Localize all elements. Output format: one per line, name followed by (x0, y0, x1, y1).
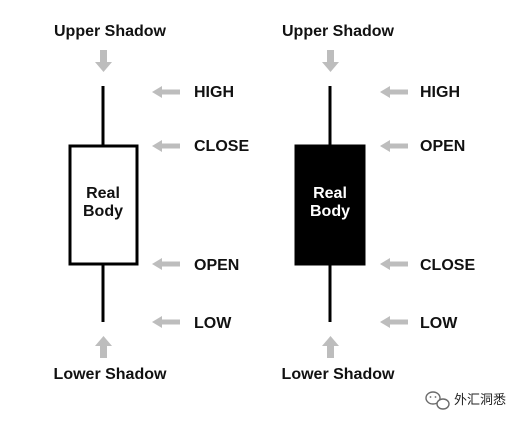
right-high-label: HIGH (420, 84, 460, 101)
left-lower-shadow-up-arrow-icon (95, 336, 112, 358)
right-body-label-line2: Body (310, 203, 350, 220)
left-body-label-line1: Real (86, 185, 120, 202)
chat-bubble-icon (425, 391, 450, 410)
right-high-arrow-icon (380, 86, 408, 98)
left-upper-shadow-label: Upper Shadow (54, 23, 167, 40)
right-close-arrow-icon (380, 258, 408, 270)
right-candle: Upper Shadow Real Body HIGH OPEN CLOSE L… (282, 23, 476, 383)
watermark: 外汇洞悉 (425, 391, 506, 410)
right-body-label-line1: Real (313, 185, 347, 202)
left-low-arrow-icon (152, 316, 180, 328)
right-lower-shadow-up-arrow-icon (322, 336, 339, 358)
left-body-label-line2: Body (83, 203, 123, 220)
right-upper-shadow-down-arrow-icon (322, 50, 339, 72)
right-low-arrow-icon (380, 316, 408, 328)
watermark-label: 外汇洞悉 (454, 393, 506, 408)
right-real-body (294, 144, 366, 266)
right-low-label: LOW (420, 315, 458, 332)
left-close-arrow-icon (152, 140, 180, 152)
right-close-label: CLOSE (420, 257, 475, 274)
right-upper-shadow-label: Upper Shadow (282, 23, 395, 40)
left-open-label: OPEN (194, 257, 239, 274)
right-open-arrow-icon (380, 140, 408, 152)
left-high-label: HIGH (194, 84, 234, 101)
right-open-label: OPEN (420, 138, 465, 155)
right-lower-shadow-label: Lower Shadow (282, 366, 395, 383)
left-lower-shadow-label: Lower Shadow (54, 366, 167, 383)
left-open-arrow-icon (152, 258, 180, 270)
left-high-arrow-icon (152, 86, 180, 98)
left-low-label: LOW (194, 315, 232, 332)
left-upper-shadow-down-arrow-icon (95, 50, 112, 72)
left-candle: Upper Shadow Real Body HIGH CLOSE OPEN L… (54, 23, 250, 383)
left-close-label: CLOSE (194, 138, 249, 155)
